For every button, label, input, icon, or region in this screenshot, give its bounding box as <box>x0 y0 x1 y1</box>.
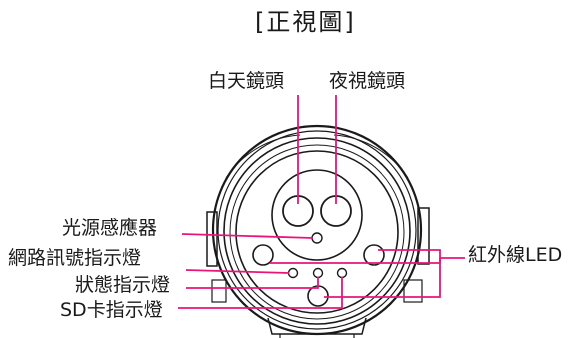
leader-sd-led <box>178 277 343 309</box>
leader-status-led <box>186 277 319 289</box>
network-led <box>287 267 299 279</box>
housing-ring-2 <box>217 130 417 330</box>
ir-led-left <box>252 244 274 266</box>
ir-led-bottom <box>307 285 329 307</box>
ir-led-right <box>363 244 385 266</box>
housing-ring-4 <box>229 144 405 320</box>
sd-led <box>336 267 348 279</box>
sd-led-label: SD卡指示燈 <box>60 299 163 321</box>
page-title: [正視圖] <box>255 8 356 36</box>
night-lens-label: 夜視鏡頭 <box>329 70 406 92</box>
lens-housing <box>271 169 363 261</box>
leader-network-led <box>185 269 290 274</box>
left-mount-tab <box>206 211 218 267</box>
housing-inner-ring <box>235 150 399 314</box>
housing-ring-3 <box>223 137 411 325</box>
ir-led-label: 紅外線LED <box>468 244 563 266</box>
status-led-label: 狀態指示燈 <box>75 274 171 296</box>
housing-outer-ring <box>211 124 423 336</box>
status-led <box>312 267 324 279</box>
right-mount-tab <box>417 207 430 265</box>
leader-light-sensor <box>181 233 314 239</box>
network-led-label: 網路訊號指示燈 <box>8 247 142 269</box>
day-lens-label: 白天鏡頭 <box>208 70 285 92</box>
light-sensor <box>311 232 323 244</box>
light-sensor-label: 光源感應器 <box>62 217 158 239</box>
left-lower-tab <box>211 279 227 303</box>
right-lower-tab <box>403 279 423 303</box>
bottom-neck <box>267 317 367 335</box>
